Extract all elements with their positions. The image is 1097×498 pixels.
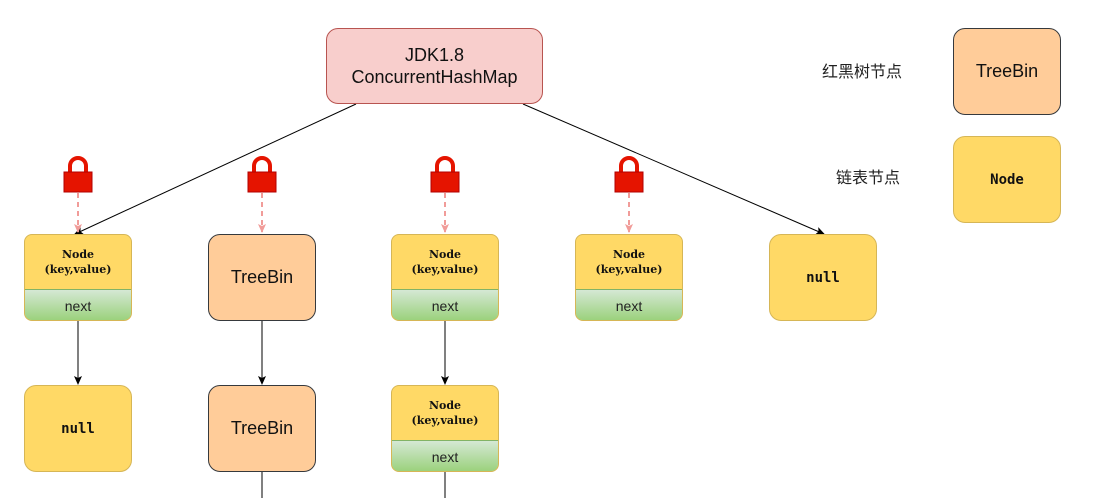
bucket3-node: Node (key,value) next: [391, 234, 499, 321]
node-title: Node: [612, 248, 646, 261]
bucket5-null: null: [769, 234, 877, 321]
root-title-line2: ConcurrentHashMap: [351, 67, 518, 87]
lock-icon: [247, 156, 277, 193]
chain2-treebin: TreeBin: [208, 385, 316, 472]
lock-icon: [63, 156, 93, 193]
lock-icon: [430, 156, 460, 193]
bucket4-node: Node (key,value) next: [575, 234, 683, 321]
root-concurrenthashmap: JDK1.8 ConcurrentHashMap: [326, 28, 543, 104]
node-title: Node: [428, 399, 462, 412]
legend-node-box: Node: [953, 136, 1061, 223]
node-next-pointer: next: [392, 289, 498, 320]
node-next-pointer: next: [392, 440, 498, 471]
chain3-node: Node (key,value) next: [391, 385, 499, 472]
node-title: Node: [61, 248, 95, 261]
legend-node-label: 链表节点: [836, 170, 901, 187]
edge-root-to-bucket5: [522, 103, 825, 235]
node-title: Node: [428, 248, 462, 261]
chain1-null: null: [24, 385, 132, 472]
edge-root-to-bucket1: [74, 103, 357, 235]
legend-treebin-box: TreeBin: [953, 28, 1061, 115]
legend-treebin-label: 红黑树节点: [822, 64, 903, 81]
bucket2-treebin: TreeBin: [208, 234, 316, 321]
root-title-line1: JDK1.8: [404, 45, 465, 65]
bucket1-node: Node (key,value) next: [24, 234, 132, 321]
node-key-value: (key,value): [595, 263, 663, 276]
node-key-value: (key,value): [411, 414, 479, 427]
node-key-value: (key,value): [44, 263, 112, 276]
lock-icon: [614, 156, 644, 193]
node-next-pointer: next: [25, 289, 131, 320]
node-next-pointer: next: [576, 289, 682, 320]
node-key-value: (key,value): [411, 263, 479, 276]
